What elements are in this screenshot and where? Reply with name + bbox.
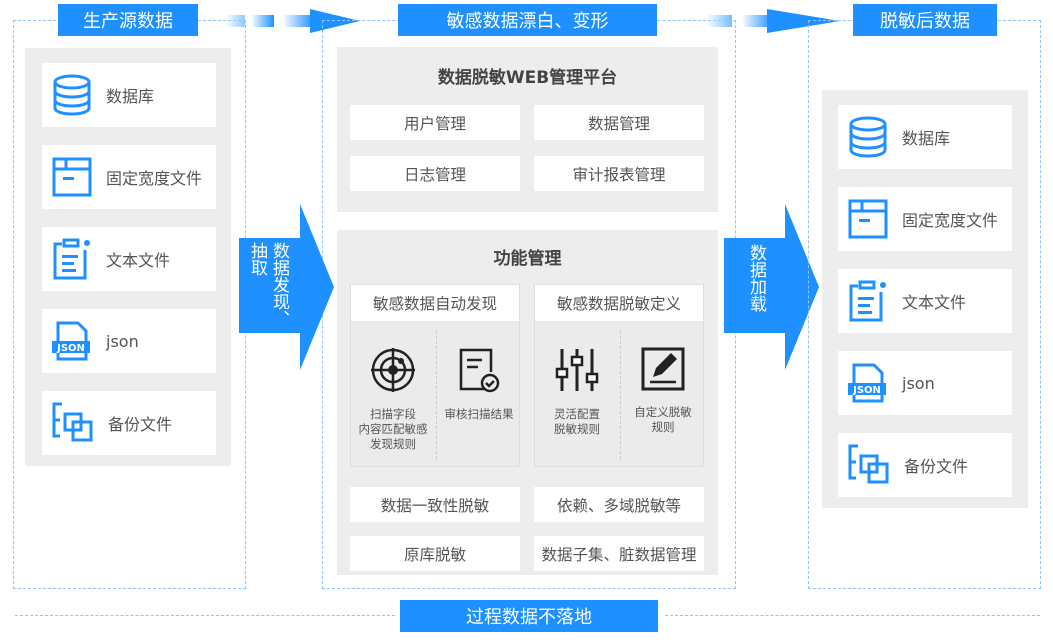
discovery-title: 敏感数据自动发现 <box>351 285 519 321</box>
document-check-icon <box>459 348 500 393</box>
platform-panel: 数据脱敏WEB管理平台 用户管理 数据管理 日志管理 审计报表管理 <box>337 47 718 212</box>
list-item[interactable]: 数据库 <box>838 105 1012 169</box>
in-place-masking-button[interactable]: 原库脱敏 <box>350 536 520 571</box>
database-icon <box>42 74 106 116</box>
source-title: 生产源数据 <box>58 4 198 36</box>
extract-arrow-label: 数据发现、抽取 <box>247 242 289 327</box>
list-item-label: 文本文件 <box>106 251 171 270</box>
list-item[interactable]: 固定宽度文件 <box>42 145 216 209</box>
definition-panel: 敏感数据脱敏定义 灵活配置 脱敏规则 自定义脱敏 规则 <box>534 284 704 467</box>
functions-title: 功能管理 <box>493 249 562 269</box>
flexible-config-item[interactable]: 灵活配置 脱敏规则 <box>535 321 619 467</box>
list-item-label: json <box>106 331 139 351</box>
fixed-width-file-icon <box>42 157 106 197</box>
masking-title: 敏感数据漂白、变形 <box>398 4 657 36</box>
subset-management-button[interactable]: 数据子集、脏数据管理 <box>534 536 704 571</box>
list-item-label: 固定宽度文件 <box>902 211 999 230</box>
scan-rule-item[interactable]: 扫描字段 内容匹配敏感 发现规则 <box>351 321 435 467</box>
footer-line-right <box>665 615 1040 616</box>
svg-text:JSON: JSON <box>56 343 85 354</box>
list-item-label: 数据库 <box>902 129 951 148</box>
list-item[interactable]: JSON json <box>838 351 1012 415</box>
audit-report-button[interactable]: 审计报表管理 <box>534 156 704 191</box>
functions-panel: 功能管理 敏感数据自动发现 扫描字段 内容匹配敏感 发现规则 审核扫描结果 敏感… <box>337 230 718 575</box>
list-item[interactable]: 文本文件 <box>838 269 1012 333</box>
backup-file-icon <box>838 444 904 486</box>
review-scan-label: 审核扫描结果 <box>444 407 514 421</box>
platform-title: 数据脱敏WEB管理平台 <box>437 68 618 88</box>
data-management-button[interactable]: 数据管理 <box>534 105 704 140</box>
multi-domain-masking-button[interactable]: 依赖、多域脱敏等 <box>534 487 704 522</box>
list-item-label: 备份文件 <box>108 415 173 434</box>
footer-label: 过程数据不落地 <box>400 600 658 632</box>
json-file-icon: JSON <box>42 321 106 361</box>
review-scan-item[interactable]: 审核扫描结果 <box>437 321 521 467</box>
backup-file-icon <box>42 402 108 444</box>
fixed-width-file-icon <box>838 199 902 239</box>
divider <box>620 331 621 459</box>
edit-icon <box>641 347 685 391</box>
svg-text:JSON: JSON <box>852 385 881 396</box>
list-item-label: 备份文件 <box>904 457 969 476</box>
extract-arrow <box>239 204 334 370</box>
list-item[interactable]: 备份文件 <box>838 433 1012 497</box>
custom-rule-item[interactable]: 自定义脱敏 规则 <box>621 321 705 467</box>
load-arrow-label: 数据加载 <box>746 244 766 312</box>
definition-title: 敏感数据脱敏定义 <box>535 285 703 321</box>
divider <box>436 331 437 459</box>
footer-line-left <box>15 615 395 616</box>
list-item[interactable]: 数据库 <box>42 63 216 127</box>
list-item[interactable]: 固定宽度文件 <box>838 187 1012 251</box>
list-item-label: 固定宽度文件 <box>106 169 203 188</box>
list-item[interactable]: 备份文件 <box>42 391 216 455</box>
custom-rule-label: 自定义脱敏 规则 <box>634 405 692 434</box>
list-item-label: 数据库 <box>106 87 155 106</box>
sliders-icon <box>555 349 599 391</box>
user-management-button[interactable]: 用户管理 <box>350 105 520 140</box>
target-title: 脱敏后数据 <box>853 4 997 36</box>
json-file-icon: JSON <box>838 363 902 403</box>
load-arrow <box>724 204 819 370</box>
list-item-label: 文本文件 <box>902 293 967 312</box>
database-icon <box>838 116 902 158</box>
text-file-icon <box>838 280 902 322</box>
scan-rule-label: 扫描字段 内容匹配敏感 发现规则 <box>358 407 428 451</box>
discovery-panel: 敏感数据自动发现 扫描字段 内容匹配敏感 发现规则 审核扫描结果 <box>350 284 520 467</box>
consistent-masking-button[interactable]: 数据一致性脱敏 <box>350 487 520 522</box>
list-item[interactable]: JSON json <box>42 309 216 373</box>
list-item[interactable]: 文本文件 <box>42 227 216 291</box>
flow-arrow-top-right <box>708 9 840 33</box>
log-management-button[interactable]: 日志管理 <box>350 156 520 191</box>
list-item-label: json <box>902 373 935 393</box>
text-file-icon <box>42 238 106 280</box>
target-scan-icon <box>371 348 415 392</box>
flexible-config-label: 灵活配置 脱敏规则 <box>554 407 600 436</box>
